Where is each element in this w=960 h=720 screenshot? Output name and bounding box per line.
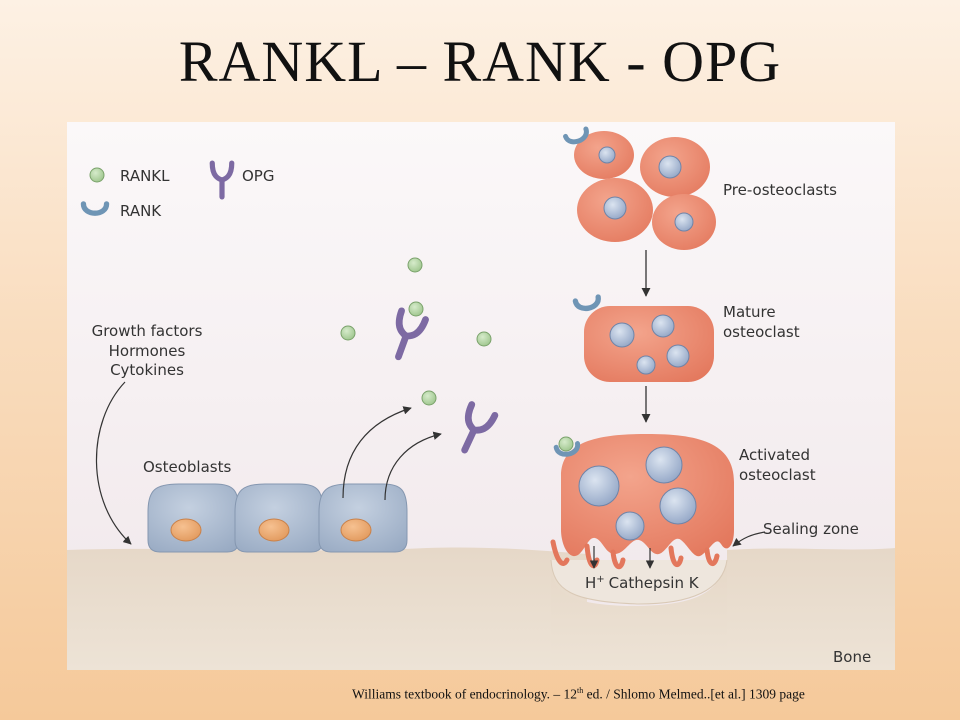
nucleus xyxy=(658,155,682,179)
nucleus xyxy=(340,518,372,542)
h-plus-cathepsin-label: H+Cathepsin K xyxy=(585,574,700,592)
pre-osteoclasts-label: Pre-osteoclasts xyxy=(723,181,837,199)
cytokines-label: Cytokines xyxy=(110,361,184,379)
osteoblasts-group xyxy=(147,483,408,553)
citation-sup: th xyxy=(577,686,584,695)
activated-label-line2: osteoclast xyxy=(739,466,816,484)
mature-label-line2: osteoclast xyxy=(723,323,800,341)
legend-opg-label: OPG xyxy=(242,167,274,185)
growth-factors-arrow xyxy=(95,381,132,545)
resorption-lacuna xyxy=(550,559,728,605)
legend: RANKL OPG RANK xyxy=(83,163,274,220)
activated-osteoclast-cell xyxy=(561,434,734,557)
nucleus xyxy=(666,344,690,368)
rankl-molecule-icon xyxy=(421,390,437,406)
legend-rank-label: RANK xyxy=(120,202,162,220)
rankl-rank-opg-diagram: RANKL OPG RANK Pre-osteoclasts Mature os… xyxy=(67,122,895,670)
osteoblast-cell xyxy=(318,483,408,553)
mature-label-line1: Mature xyxy=(723,303,776,321)
rankl-molecule-icon xyxy=(476,331,492,347)
bone-label: Bone xyxy=(833,648,871,666)
osteoblast-cell xyxy=(234,483,324,553)
rankl-molecule-icon xyxy=(407,257,423,273)
nucleus xyxy=(578,465,620,507)
hormones-label: Hormones xyxy=(109,342,186,360)
bone-surface-left xyxy=(67,547,587,670)
nucleus xyxy=(615,511,645,541)
citation-part2: ed. / Shlomo Melmed..[et al.] 1309 page xyxy=(583,686,805,702)
rankl-secretion-arrow xyxy=(342,406,412,499)
nucleus xyxy=(609,322,635,348)
mature-osteoclast xyxy=(575,297,714,382)
sealing-zone-arrow xyxy=(732,531,766,547)
nucleus xyxy=(598,146,616,164)
activated-osteoclast xyxy=(550,434,734,570)
nucleus xyxy=(651,314,675,338)
citation: Williams textbook of endocrinology. – 12… xyxy=(352,686,912,703)
pre-osteoclasts-cluster xyxy=(566,129,716,250)
bone-surface-right xyxy=(727,548,895,670)
sealing-zone-label: Sealing zone xyxy=(763,520,859,538)
nucleus xyxy=(258,518,290,542)
osteoblasts-label: Osteoblasts xyxy=(143,458,231,476)
opg-secretion-arrow xyxy=(384,431,442,501)
nucleus xyxy=(603,196,627,220)
nucleus xyxy=(674,212,694,232)
rankl-bound-opg-icon xyxy=(408,301,424,317)
rankl-legend-icon xyxy=(89,167,105,183)
citation-part1: Williams textbook of endocrinology. – 12 xyxy=(352,686,578,702)
bone-under-clast xyxy=(551,562,727,670)
osteoblast-cell xyxy=(147,483,240,553)
activated-label-line1: Activated xyxy=(739,446,810,464)
growth-factors-label: Growth factors xyxy=(92,322,203,340)
nucleus xyxy=(659,487,697,525)
nucleus xyxy=(636,355,656,375)
slide-title: RANKL – RANK - OPG xyxy=(178,29,782,94)
rankl-bound-icon xyxy=(558,436,574,452)
nucleus xyxy=(645,446,683,484)
legend-rankl-label: RANKL xyxy=(120,167,170,185)
figure-panel: RANKL OPG RANK Pre-osteoclasts Mature os… xyxy=(67,122,895,670)
rankl-molecule-icon xyxy=(340,325,356,341)
nucleus xyxy=(170,518,202,542)
